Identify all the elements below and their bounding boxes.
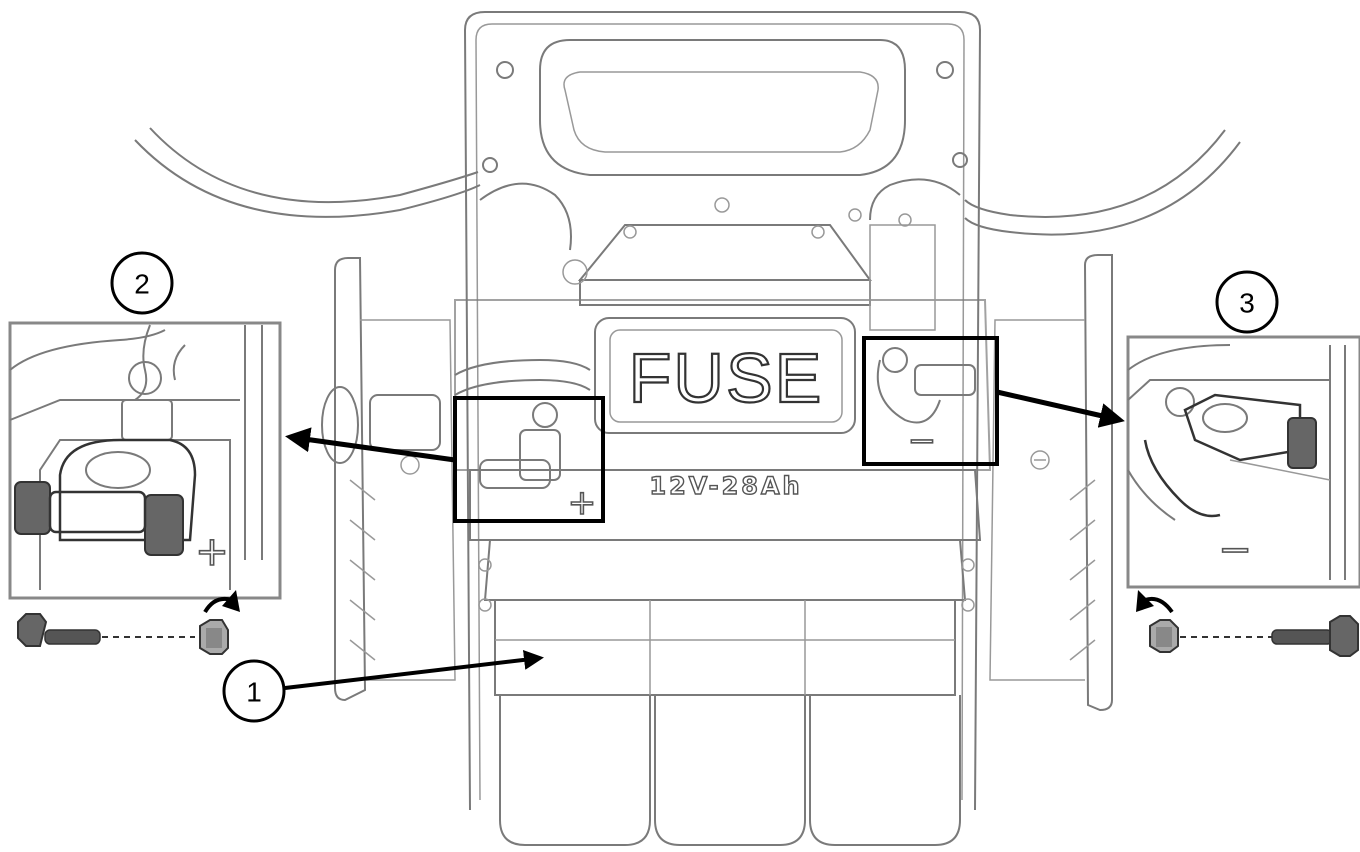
capacity-label: 12V-28Ah (649, 472, 802, 500)
fuse-label: FUSE (629, 339, 824, 417)
left-bolt-nut (17, 590, 240, 655)
detail-negative-symbol: − (1218, 527, 1252, 573)
negative-highlight-box (862, 336, 999, 466)
positive-symbol: + (568, 483, 597, 523)
callout-3-number: 3 (1239, 288, 1255, 319)
positive-terminal (479, 402, 561, 489)
callout-1-number: 1 (246, 677, 262, 708)
detail-panel-positive: + (8, 321, 282, 600)
detail-positive-symbol: + (195, 529, 229, 575)
hoses (134, 127, 1241, 396)
callout-3: 3 (1215, 270, 1279, 334)
callout-1: 1 (222, 659, 286, 723)
negative-symbol: − (908, 421, 937, 461)
detail-panel-negative: − (1126, 335, 1360, 589)
right-bolt-nut (1136, 590, 1359, 657)
callout-2: 2 (110, 251, 174, 315)
mower-frame (334, 11, 1113, 811)
battery: FUSE 12V-28Ah + − (321, 197, 992, 846)
negative-terminal (876, 347, 976, 424)
callout-2-number: 2 (134, 269, 150, 300)
callout-arrows (284, 389, 1125, 690)
battery-strap (494, 599, 956, 696)
